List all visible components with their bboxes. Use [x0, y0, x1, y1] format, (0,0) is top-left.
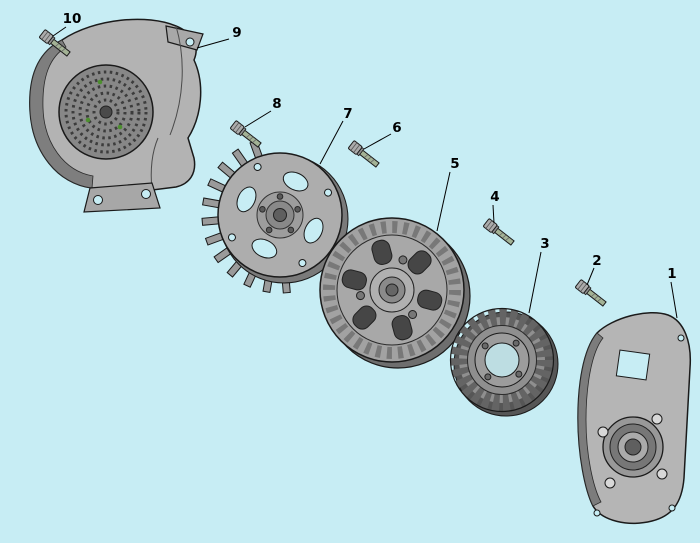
- mounting-plate: [577, 311, 692, 525]
- stator: [449, 307, 559, 417]
- bolt-2: [575, 279, 607, 307]
- callout-8: 8: [272, 96, 281, 112]
- bolt-6: [348, 140, 380, 168]
- leader-lines: [52, 26, 678, 319]
- callout-10: 10: [63, 11, 82, 27]
- flywheel-fan: [201, 139, 349, 294]
- bolt-4: [483, 218, 515, 246]
- callout-1: 1: [667, 266, 676, 282]
- plate-cutout: [615, 349, 651, 381]
- callout-9: 9: [232, 25, 241, 41]
- flywheel-slots: [341, 239, 443, 341]
- housing-grille: [58, 64, 154, 160]
- callout-4: 4: [490, 189, 499, 205]
- housing-flange: [83, 182, 161, 213]
- bolt-10: [39, 29, 71, 57]
- callout-7: 7: [343, 106, 352, 122]
- callout-3: 3: [540, 236, 549, 252]
- callout-5: 5: [450, 156, 459, 172]
- flywheel: [319, 217, 471, 369]
- bolt-8: [230, 120, 262, 148]
- blower-housing: [29, 18, 204, 213]
- callout-6: 6: [392, 120, 401, 136]
- callout-2: 2: [592, 253, 601, 269]
- tab-hole: [185, 37, 195, 47]
- stator-bore: [484, 342, 520, 378]
